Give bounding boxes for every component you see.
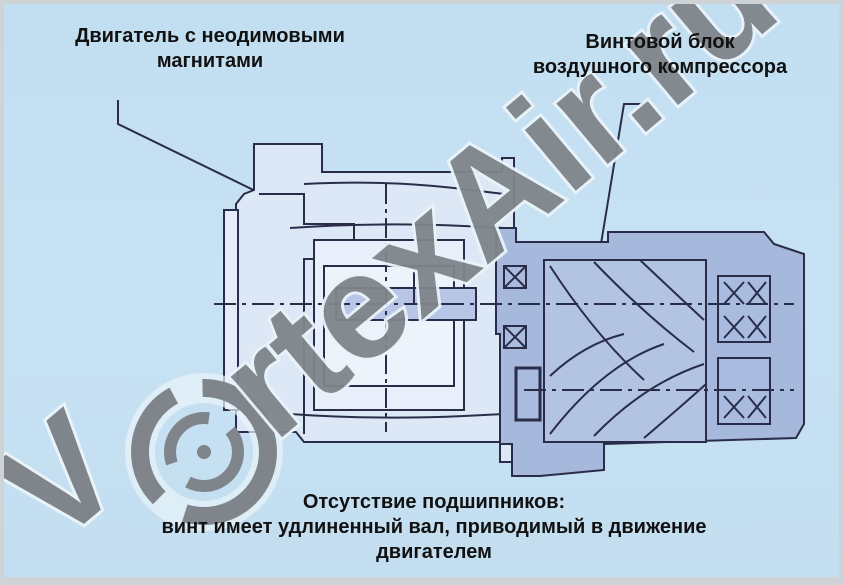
bearing-caption: Отсутствие подшипников: винт имеет удлин… [104,490,764,565]
compressor-housing [214,227,805,477]
bearing-caption-line3: двигателем [376,541,492,563]
motor-label-line1: Двигатель с неодимовыми [75,25,345,47]
screw-block-label-line2: воздушного компрессора [532,56,788,78]
motor-label: Двигатель с неодимовыми магнитами [40,24,380,74]
bearing-caption-line1: Отсутствие подшипников: [302,491,566,513]
diagram-canvas: rtexAir.ru V Двигатель с неодимовыми маг… [4,4,839,577]
screw-block-label: Винтовой блок воздушного компрессора [500,30,820,80]
screw-block-label-line1: Винтовой блок [585,31,735,53]
motor-label-line2: магнитами [156,50,264,72]
screw-leader-line [599,103,646,251]
bearing-caption-line2: винт имеет удлиненный вал, приводимый в … [161,516,707,538]
motor-leader-line [117,100,273,200]
compressor-cross-section [117,100,805,477]
